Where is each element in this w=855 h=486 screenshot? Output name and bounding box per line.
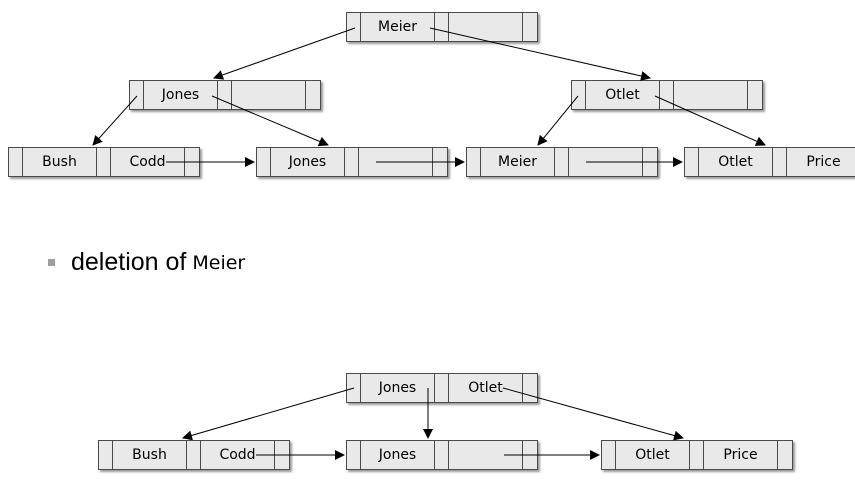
after-leaf-1-key-1: Bush (113, 441, 187, 469)
before-leaf-3-key-1: Meier (481, 148, 555, 176)
after-leaf-3-key-1: Otlet (616, 441, 690, 469)
before-leaf-2-key-1: Jones (271, 148, 345, 176)
before-root-key-2 (449, 13, 523, 41)
before-leaf-4-key-2: Price (787, 148, 855, 176)
bullet-icon (48, 259, 55, 266)
before-inner-right-node: Otlet (571, 80, 763, 110)
before-root-node: Meier (346, 12, 538, 42)
before-inner-right-key-2 (674, 81, 748, 109)
after-root-node: Jones Otlet (346, 373, 538, 403)
arrow-after-root-to-leaf1 (182, 387, 355, 441)
deletion-caption: deletion of Meier (48, 248, 245, 277)
before-leaf-1: Bush Codd (8, 147, 200, 177)
after-leaf-2-key-1: Jones (361, 441, 435, 469)
after-leaf-1: Bush Codd (98, 440, 290, 470)
after-leaf-3-key-2: Price (704, 441, 778, 469)
after-root-key-1: Jones (361, 374, 435, 402)
before-leaf-1-key-1: Bush (23, 148, 97, 176)
arrow-root-to-jones (213, 27, 356, 80)
before-leaf-3-key-2 (569, 148, 643, 176)
before-inner-left-key-2 (232, 81, 306, 109)
before-inner-right-key-1: Otlet (586, 81, 660, 109)
before-leaf-4-key-1: Otlet (699, 148, 773, 176)
before-inner-left-node: Jones (129, 80, 321, 110)
before-inner-left-key-1: Jones (144, 81, 218, 109)
before-leaf-1-key-2: Codd (111, 148, 185, 176)
after-leaf-2-key-2 (449, 441, 523, 469)
after-leaf-1-key-2: Codd (201, 441, 275, 469)
before-leaf-3: Meier (466, 147, 658, 177)
after-root-key-2: Otlet (449, 374, 523, 402)
after-leaf-2: Jones (346, 440, 538, 470)
before-leaf-2-key-2 (359, 148, 433, 176)
before-leaf-2: Jones (256, 147, 448, 177)
caption-key: Meier (192, 251, 246, 274)
before-leaf-4: Otlet Price (684, 147, 855, 177)
after-leaf-3: Otlet Price (601, 440, 793, 470)
caption-text: deletion of (71, 248, 187, 276)
before-root-key-1: Meier (361, 13, 435, 41)
